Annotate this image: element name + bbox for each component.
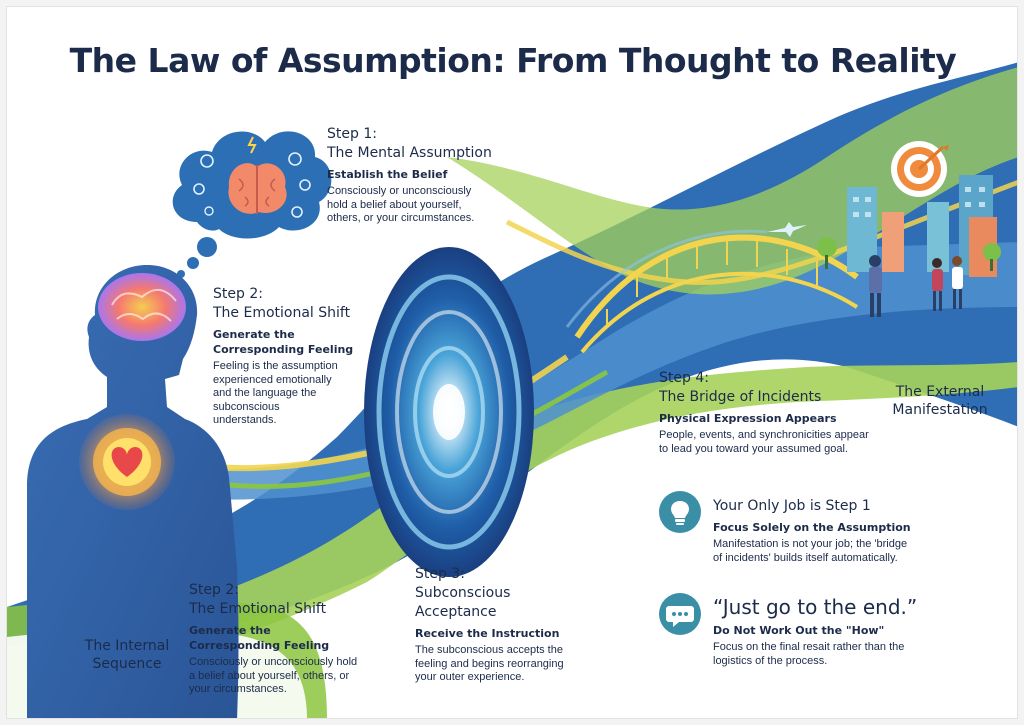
step4-subheading: Physical Expression Appears xyxy=(659,412,837,425)
end-quote: “Just go to the end.” xyxy=(713,595,918,619)
step2-lower-subheading: Generate the Corresponding Feeling xyxy=(189,624,330,652)
step1-block: Step 1: The Mental Assumption Establish … xyxy=(327,125,547,226)
job-heading: Your Only Job is Step 1 xyxy=(713,498,871,514)
job-block: Your Only Job is Step 1 Focus Solely on … xyxy=(713,497,1013,565)
end-block: “Just go to the end.” Do Not Work Out th… xyxy=(713,595,1013,668)
human-silhouette xyxy=(27,265,239,718)
job-subheading: Focus Solely on the Assumption xyxy=(713,521,911,534)
step4-label: Step 4: xyxy=(659,370,709,386)
target-icon xyxy=(891,141,949,197)
step3-heading: Subconscious Acceptance xyxy=(415,585,511,620)
step4-body: People, events, and synchronicities appe… xyxy=(659,429,869,455)
step1-label: Step 1: xyxy=(327,126,377,142)
step2-upper-label: Step 2: xyxy=(213,286,263,302)
infographic-page: The Law of Assumption: From Thought to R… xyxy=(6,6,1018,719)
thought-cloud xyxy=(172,131,332,278)
city-skyline xyxy=(767,175,1001,277)
external-manifestation-label: The External Manifestation xyxy=(892,384,988,418)
step2-upper-block: Step 2: The Emotional Shift Generate the… xyxy=(213,285,383,428)
step1-heading: The Mental Assumption xyxy=(327,145,492,161)
speech-bubble-icon xyxy=(659,593,701,635)
step3-body: The subconscious accepts the feeling and… xyxy=(415,644,564,683)
internal-sequence-label: The Internal Sequence xyxy=(84,638,170,672)
people-figures xyxy=(869,255,963,317)
background-illustration xyxy=(7,62,1017,718)
step2-lower-label: Step 2: xyxy=(189,582,239,598)
step4-heading: The Bridge of Incidents xyxy=(659,389,822,405)
step3-subheading: Receive the Instruction xyxy=(415,627,560,640)
job-body: Manifestation is not your job; the 'brid… xyxy=(713,538,908,564)
step1-body: Consciously or unconsciously hold a beli… xyxy=(327,185,475,224)
step2-upper-body: Feeling is the assumption experienced em… xyxy=(213,360,338,426)
subconscious-vortex xyxy=(364,247,534,577)
step3-block: Step 3: Subconscious Acceptance Receive … xyxy=(415,565,605,685)
end-subheading: Do Not Work Out the "How" xyxy=(713,624,885,637)
step2-lower-heading: The Emotional Shift xyxy=(189,601,327,617)
end-body: Focus on the final resait rather than th… xyxy=(713,641,905,667)
step2-upper-heading: The Emotional Shift xyxy=(213,305,351,321)
step2-lower-block: Step 2: The Emotional Shift Generate the… xyxy=(189,581,389,697)
step4-block: Step 4: The Bridge of Incidents Physical… xyxy=(659,369,899,456)
step2-upper-subheading: Generate the Corresponding Feeling xyxy=(213,328,354,356)
lightbulb-icon xyxy=(659,491,701,533)
step2-lower-body: Consciously or unconsciously hold a beli… xyxy=(189,656,358,695)
step3-label: Step 3: xyxy=(415,566,465,582)
page-title: The Law of Assumption: From Thought to R… xyxy=(69,41,957,80)
bridge-of-incidents xyxy=(565,229,859,354)
step1-subheading: Establish the Belief xyxy=(327,168,448,181)
